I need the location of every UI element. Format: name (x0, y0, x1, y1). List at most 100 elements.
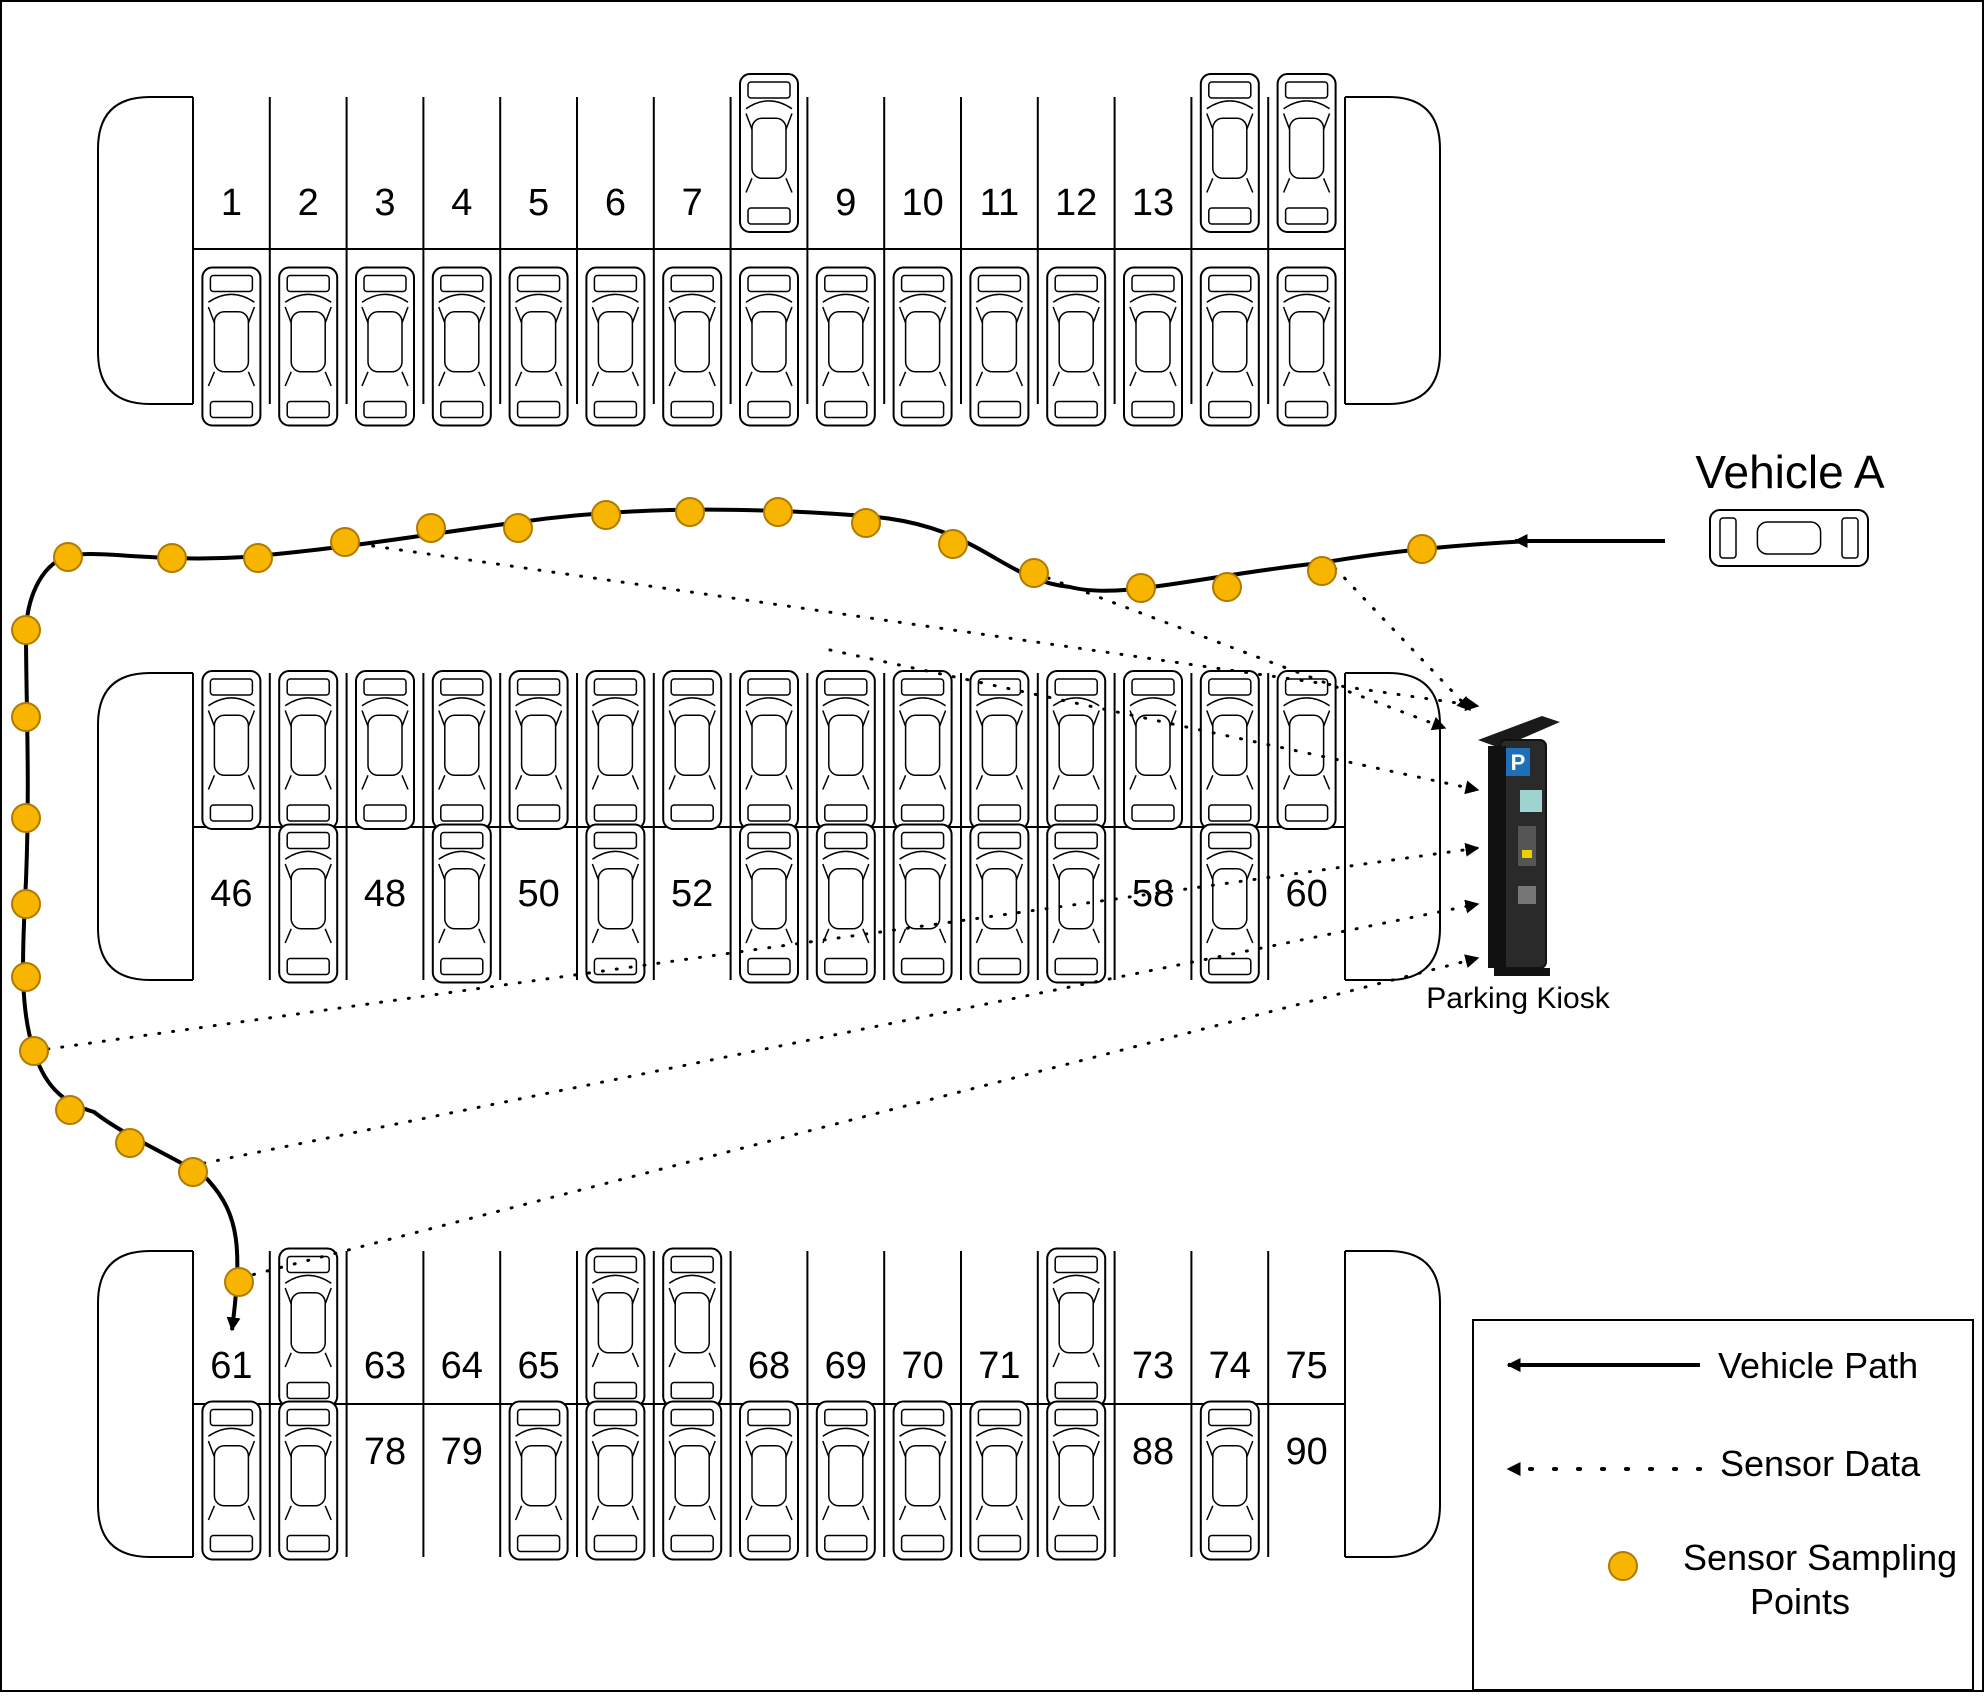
sensor-sampling-point (53, 542, 83, 572)
sensor-data-line (238, 954, 1480, 1280)
vehicle-path-layer (11, 497, 1665, 1332)
spot-number: 9 (835, 182, 856, 224)
parked-car (201, 1400, 262, 1561)
parked-car (1276, 73, 1337, 233)
kiosk-label: Parking Kiosk (1426, 982, 1610, 1015)
spot-number: 13 (1132, 182, 1174, 224)
spot-number: 7 (682, 182, 703, 224)
sensor-sampling-point (157, 543, 187, 573)
parked-car (739, 73, 799, 233)
sampling-point-icon (1608, 1551, 1638, 1581)
parked-car (739, 266, 799, 427)
parked-car (1046, 1247, 1107, 1408)
spot-number: 12 (1055, 182, 1097, 224)
parked-car (739, 823, 799, 984)
parked-car (431, 670, 492, 830)
parked-car (1199, 73, 1260, 233)
parked-car (815, 823, 876, 984)
parked-car (1199, 266, 1260, 427)
parked-car (969, 823, 1030, 984)
sensor-data-line (1033, 571, 1447, 731)
parked-car (815, 670, 876, 830)
parked-car (278, 823, 339, 984)
legend-sampling-1: Sensor Sampling (1683, 1537, 1957, 1578)
parked-car (1199, 670, 1260, 830)
parking-kiosk-icon: P (1478, 716, 1560, 976)
parked-car (1123, 266, 1183, 427)
parked-car (585, 1247, 646, 1408)
parked-car (892, 823, 953, 984)
spot-number: 69 (825, 1345, 867, 1387)
parked-car (431, 266, 492, 427)
parked-car (201, 670, 262, 830)
parked-car (739, 1400, 799, 1561)
sensor-sampling-point (1212, 572, 1242, 602)
kiosk-sign (1506, 748, 1530, 776)
parked-car (1046, 670, 1107, 830)
parked-car (662, 266, 723, 427)
spot-number: 52 (671, 873, 713, 915)
sensor-sampling-point (115, 1128, 145, 1158)
sensor-sampling-point (938, 529, 968, 559)
spot-number: 5 (528, 182, 549, 224)
parked-car (278, 266, 339, 427)
parked-car (585, 1400, 646, 1561)
spot-number: 65 (517, 1345, 559, 1387)
parked-car (1046, 266, 1107, 427)
spot-number: 74 (1209, 1345, 1251, 1387)
sensor-data-line (32, 842, 1480, 1053)
sensor-sampling-point (55, 1095, 85, 1125)
sensor-sampling-point (11, 889, 41, 919)
sensor-sampling-point (675, 497, 705, 527)
spot-number: 61 (210, 1345, 252, 1387)
legend-sensor-data: Sensor Data (1720, 1443, 1921, 1484)
parked-car (585, 670, 646, 830)
sensor-data-line (188, 899, 1480, 1168)
spot-number: 73 (1132, 1345, 1174, 1387)
parked-car (585, 823, 646, 984)
sensor-sampling-point (851, 508, 881, 538)
spot-number: 1 (221, 182, 242, 224)
parked-car (355, 670, 415, 830)
parked-car (1199, 823, 1260, 984)
sensor-sampling-point (1019, 558, 1049, 588)
parked-car (278, 1247, 339, 1408)
sensor-sampling-point (11, 702, 41, 732)
sensor-sampling-point (763, 497, 793, 527)
spot-number: 78 (364, 1431, 406, 1473)
spot-number: 58 (1132, 873, 1174, 915)
vehicle-a-label: Vehicle A (1695, 446, 1885, 498)
parked-car (662, 670, 723, 830)
spot-number: 3 (374, 182, 395, 224)
parked-car (355, 266, 415, 427)
spot-number: 90 (1285, 1431, 1327, 1473)
sensor-data-line (343, 540, 1480, 712)
spot-number: 11 (980, 182, 1019, 224)
parked-car (508, 1400, 569, 1561)
parked-car (892, 670, 953, 830)
parked-car (278, 670, 339, 830)
legend-box (1472, 1319, 1974, 1691)
parked-car (892, 1400, 953, 1561)
parked-car (585, 266, 646, 427)
vehicle-a (1709, 509, 1869, 567)
sensor-sampling-point (330, 527, 360, 557)
spot-number: 60 (1285, 873, 1327, 915)
sensor-data-line (1333, 566, 1472, 712)
parked-car (1276, 266, 1337, 427)
parked-car (1199, 1400, 1260, 1561)
sensor-sampling-point (1407, 534, 1437, 564)
sensor-sampling-point (11, 803, 41, 833)
parked-car (1123, 670, 1183, 830)
parked-car (892, 266, 953, 427)
sensor-sampling-point (243, 543, 273, 573)
spot-number: 68 (748, 1345, 790, 1387)
parked-car (969, 266, 1030, 427)
spot-number: 6 (605, 182, 626, 224)
parked-car (969, 1400, 1030, 1561)
